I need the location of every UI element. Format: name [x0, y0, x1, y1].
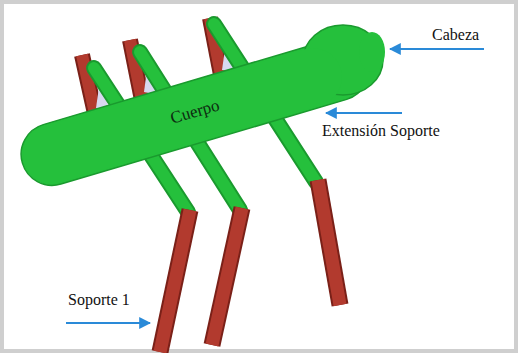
body-shape: Cuerpo	[0, 0, 400, 200]
part-label: Cabeza	[432, 26, 479, 44]
part-label: Soporte 1	[68, 291, 130, 309]
part-label: Extensión Soporte	[322, 122, 440, 140]
lower-supports	[160, 180, 340, 352]
